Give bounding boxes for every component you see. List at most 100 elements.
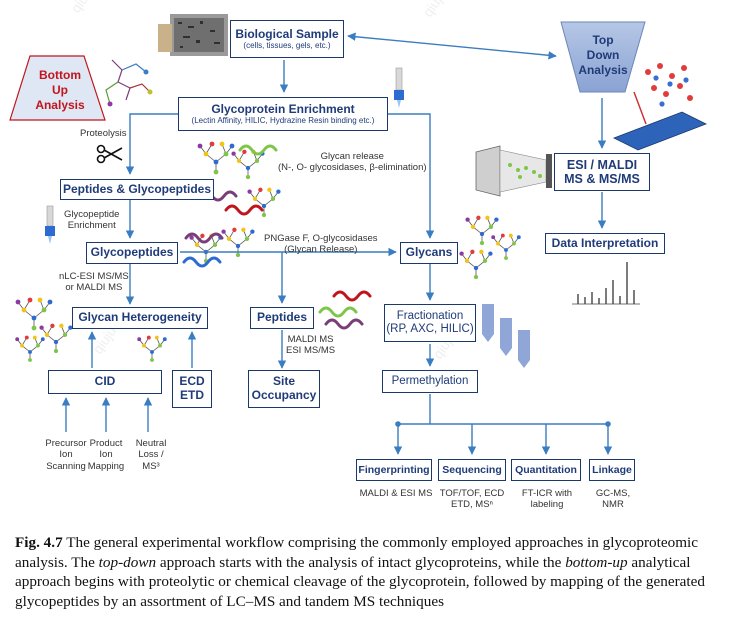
peptide-chain-image [324,318,364,330]
linkage-method-line-1: GC-MS, [595,488,631,499]
caption-text-bottom-up: bottom-up [565,553,628,571]
cid-mode-line: Ion [99,449,113,461]
arrow-enrichment-glycans [388,113,435,239]
ecd-line: ECD [179,374,205,389]
sequencing-method-line-2: ETD, MSⁿ [451,499,493,511]
maldi-esi-line-2: ESI MS/MS [286,345,336,357]
bottom-up-line-3: Analysis [35,98,85,112]
linkage-method-line-2: NMR [602,499,624,511]
peptide-chain-image [182,256,222,268]
data-interpretation-box: Data Interpretation [545,233,665,254]
top-down-line-3: Analysis [578,63,628,77]
cid-mode-line: Scanning [46,460,86,472]
bottom-up-line-1: Bottom [39,68,81,82]
quantitation-method-label: FT-ICR with labeling [512,488,582,511]
figure-caption: Fig. 4.7 The general experimental workfl… [15,533,715,611]
fractionation-title: Fractionation [396,309,464,322]
glycan-release-label: Glycan release (N-, O- glycosidases, β-e… [278,151,427,174]
peptides-glycopeptides-box: Peptides & Glycopeptides [60,179,214,200]
peptide-chain-image [318,306,358,318]
glycan-tree-image [491,233,521,260]
lc-column-image [482,304,530,368]
cid-mode-line: Neutral [135,438,167,449]
maldi-plate-image [613,63,707,151]
diagram-graphics: qiuju qiuju qiuju qiuju [9,0,707,455]
esi-maldi-line-1: ESI / MALDI [566,157,638,172]
fingerprinting-method-label: MALDI & ESI MS [359,488,433,499]
glycoprotein-enrichment-title: Glycoprotein Enrichment [211,101,355,116]
biological-sample-title: Biological Sample [235,26,339,41]
top-down-trapezoid [560,21,646,93]
watermark-text: qiuju [67,0,97,16]
sequencing-box: Sequencing [438,459,506,481]
peptide-chain-image [238,144,278,156]
cid-mode-line: MS³ [142,460,160,472]
glycan-tree-image [15,335,45,362]
glycan-tree-image [465,215,499,246]
cid-title: CID [94,374,116,389]
connector-arrows [61,32,613,455]
glycans-title: Glycans [405,245,453,260]
pngase-label: PNGase F, O-glycosidases (Glycan Release… [264,233,378,256]
cid-mode-line: Loss / [138,449,164,461]
glycopeptides-title: Glycopeptides [90,245,174,260]
linkage-title: Linkage [592,463,632,476]
peptide-chain-image [184,232,224,244]
glycopeptides-box: Glycopeptides [86,242,178,264]
watermark-text: qiuju [419,0,449,20]
caption-text-2: approach starts with the analysis of int… [156,553,566,571]
figure-label: Fig. 4.7 [15,534,63,551]
pipette-image [45,205,55,244]
proteolysis-label: Proteolysis [80,128,127,139]
glycopeptide-enrichment-line-2: Enrichment [67,220,116,232]
glycan-tree-image [137,335,167,362]
glycoprotein-enrichment-box: Glycoprotein Enrichment (Lectin Affinity… [178,97,388,131]
fingerprinting-box: Fingerprinting [356,459,432,481]
bottom-up-line-2: Up [52,83,68,97]
glycan-tree-image [247,187,281,218]
product-ion-mapping-label: Product Ion Mapping [80,438,132,472]
caption-text-1: The general experimental workflow compri… [15,534,698,571]
permethylation-title: Permethylation [391,374,469,387]
peptides-box: Peptides [250,307,314,329]
glycan-release-line-1: Glycan release [320,151,384,162]
top-down-line-1: Top [592,33,614,47]
glycan-tree-image [197,141,235,175]
glycans-box: Glycans [400,242,458,264]
permethylation-box: Permethylation [382,370,478,393]
bottom-up-label: Bottom Up Analysis [30,68,90,113]
linkage-method-label: GC-MS, NMR [590,488,636,511]
quantitation-method-line-2: labeling [530,499,564,511]
cid-mode-line: Ion [59,449,73,461]
biological-sample-box: Biological Sample (cells, tissues, gels,… [230,20,344,58]
biological-sample-sub: (cells, tissues, gels, etc.) [243,41,331,51]
peptide-chain-image [224,204,264,216]
arrow-sample-topdown [347,32,557,60]
linkage-box: Linkage [589,459,635,481]
cid-mode-line: Product [89,438,123,449]
glycan-tree-image [459,249,493,280]
caption-text-top-down: top-down [98,553,157,571]
fractionation-box: Fractionation (RP, AXC, HILIC) [384,304,476,342]
cid-mode-line: Mapping [87,460,125,472]
glycoprotein-enrichment-sub: (Lectin Affinity, HILIC, Hydrazine Resin… [191,116,375,126]
cid-mode-line: Precursor [45,438,87,449]
glycan-release-line-2: (N-, O- glycosidases, β-elimination) [278,162,427,174]
site-occupancy-box: Site Occupancy [248,370,320,408]
gel-image [158,14,228,56]
quantitation-method-line-1: FT-ICR with [521,488,573,499]
nlc-esi-line-1: nLC-ESI MS/MS [59,271,129,282]
nlc-esi-line-2: or MALDI MS [65,282,123,294]
precursor-ion-scanning-label: Precursor Ion Scanning [34,438,98,472]
glycan-tree-image [221,227,255,258]
fingerprinting-title: Fingerprinting [358,463,430,476]
peptides-title: Peptides [256,310,307,325]
bottom-up-trapezoid [9,55,106,121]
site-occupancy-line-1: Site [272,374,295,389]
top-down-line-2: Down [586,48,620,62]
maldi-esi-line-1: MALDI MS [287,334,334,345]
top-down-label: Top Down Analysis [572,33,634,78]
scissors-icon [96,144,123,164]
peptide-chain-image [332,290,372,302]
